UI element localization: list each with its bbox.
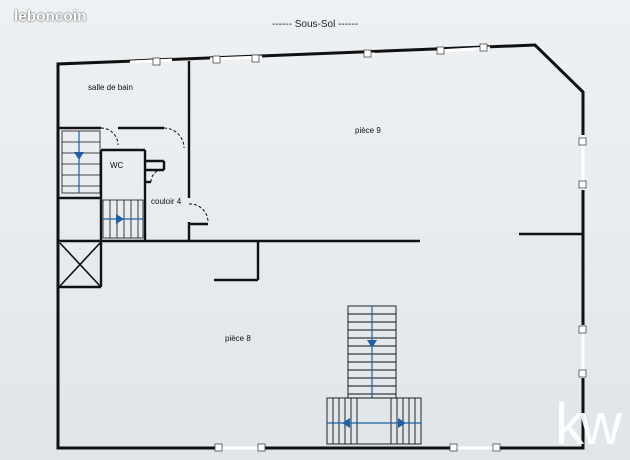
interior-walls xyxy=(58,61,583,289)
window-bottom-2 xyxy=(449,443,501,452)
kw-logo: kw xyxy=(555,392,622,457)
main-stair-arrow-down xyxy=(367,340,377,348)
small-stair-upper xyxy=(61,130,101,194)
room-label-piece-9: pièce 9 xyxy=(355,126,381,135)
exterior-walls xyxy=(56,43,585,450)
plan-title: ------ Sous-Sol ------ xyxy=(271,19,359,30)
window-right-1 xyxy=(578,135,587,190)
window-right-2 xyxy=(578,325,587,378)
window-top-1 xyxy=(129,57,173,66)
window-top-2 xyxy=(209,54,263,64)
windows xyxy=(129,43,587,452)
door-arc-wc xyxy=(150,168,165,183)
leboncoin-watermark: leboncoin xyxy=(14,8,87,25)
outer-wall xyxy=(56,43,585,450)
door-swings xyxy=(100,127,209,223)
room-label-couloir: couloir 4 xyxy=(151,197,182,206)
room-label-piece-8: pièce 8 xyxy=(225,334,251,343)
main-stair-arrow-right xyxy=(398,418,406,428)
window-top-4 xyxy=(436,43,491,55)
small-stair-upper-arrow xyxy=(74,152,84,160)
main-stair xyxy=(326,305,422,445)
window-bottom-1 xyxy=(214,443,266,452)
door-arc-bathroom-2 xyxy=(163,127,185,149)
room-label-salle-de-bain: salle de bain xyxy=(88,83,133,92)
cupboard-cross xyxy=(59,242,101,287)
room-label-wc: WC xyxy=(110,161,124,170)
main-stair-arrow-left xyxy=(342,418,350,428)
small-stair-lower xyxy=(102,199,144,239)
door-arc-bathroom xyxy=(100,127,119,146)
door-arc-corridor xyxy=(188,203,209,223)
small-stair-lower-arrow xyxy=(116,214,124,224)
window-top-3 xyxy=(363,49,375,58)
